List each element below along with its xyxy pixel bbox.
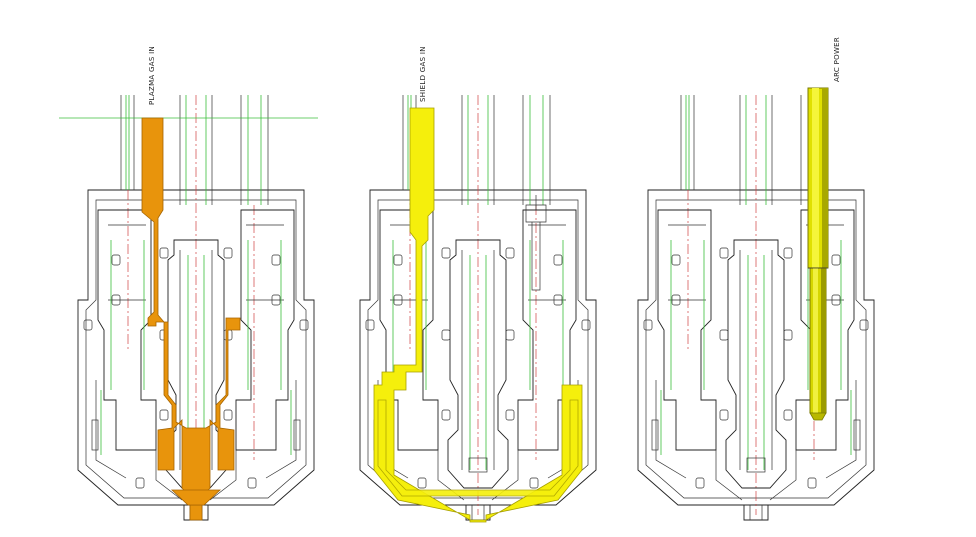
- torch-shield-gas: SHIELD GAS IN: [359, 46, 597, 523]
- plasma-gas-channel-icon: [141, 117, 241, 521]
- plasma-gas-label: PLAZMA GAS IN: [148, 46, 156, 105]
- shield-gas-label: SHIELD GAS IN: [419, 46, 427, 102]
- arc-power-label: ARC POWER: [833, 37, 841, 82]
- torch-plasma-gas: PLAZMA GAS IN: [59, 46, 318, 521]
- torch-arc-power: ARC POWER: [637, 37, 875, 521]
- shield-gas-channel-icon: [373, 107, 583, 523]
- electrode-rod-icon: [807, 87, 829, 421]
